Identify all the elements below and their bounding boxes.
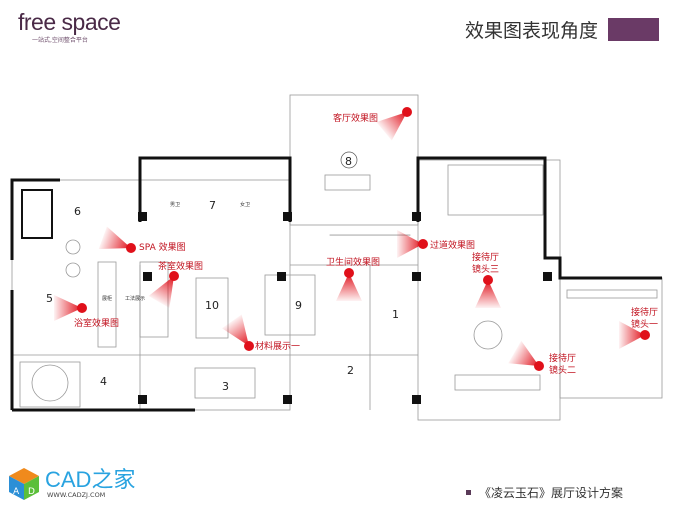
svg-text:接待厅: 接待厅	[631, 306, 658, 318]
svg-text:SPA 效果图: SPA 效果图	[139, 241, 186, 253]
svg-text:材料展示一: 材料展示一	[255, 340, 300, 352]
camera-markers: 客厅效果图 SPA 效果图 茶室效果图 浴室效果图 材料展示一 卫生间效果图 过…	[54, 107, 658, 376]
svg-text:接待厅: 接待厅	[549, 352, 576, 364]
title-accent-block	[608, 18, 659, 41]
svg-text:A: A	[13, 487, 20, 497]
room-number: 2	[347, 364, 354, 377]
camera-corridor: 过道效果图	[397, 230, 475, 258]
cad-url: WWW.CADZJ.COM	[47, 491, 106, 499]
cad-cube-icon: A D	[9, 468, 39, 500]
camera-material-display: 材料展示一	[221, 314, 300, 352]
room-number: 6	[74, 205, 81, 218]
svg-text:客厅效果图: 客厅效果图	[333, 112, 378, 124]
cad-watermark: A D CAD之家 WWW.CADZJ.COM	[6, 466, 135, 502]
female-wc-label: 女卫	[240, 201, 250, 208]
room-number: 1	[392, 308, 399, 321]
cad-name: CAD之家	[45, 467, 136, 492]
camera-bathroom: 浴室效果图	[54, 295, 119, 329]
svg-text:过道效果图: 过道效果图	[430, 239, 475, 251]
plan-walls	[10, 156, 662, 412]
logo-text: free space	[18, 9, 121, 35]
room-number: 10	[205, 299, 219, 312]
camera-tea-room: 茶室效果图	[148, 260, 203, 308]
camera-spa: SPA 效果图	[98, 226, 186, 253]
bullet-icon	[466, 490, 471, 495]
plan-thin-lines	[11, 94, 663, 421]
footer-project: 《凌云玉石》展厅设计方案	[466, 484, 623, 501]
cabinet-label: 展柜	[102, 295, 112, 302]
svg-text:D: D	[28, 487, 35, 497]
room-number: 5	[46, 292, 53, 305]
svg-text:卫生间效果图: 卫生间效果图	[326, 256, 380, 268]
room-number: 7	[209, 199, 216, 212]
svg-text:茶室效果图: 茶室效果图	[158, 260, 203, 272]
svg-text:浴室效果图: 浴室效果图	[74, 317, 119, 329]
project-title: 《凌云玉石》展厅设计方案	[479, 486, 624, 500]
svg-text:接待厅: 接待厅	[472, 251, 499, 263]
small-labels: 男卫 女卫 展柜 工法展示	[102, 201, 250, 302]
plan-columns	[138, 212, 552, 404]
male-wc-label: 男卫	[170, 202, 180, 208]
floor-plan: 1 2 3 4 5 6 7 8 9 10 男卫 女卫 展柜 工法展示 客厅效果图…	[10, 94, 663, 421]
svg-text:镜头三: 镜头三	[472, 263, 499, 275]
svg-text:镜头一: 镜头一	[631, 318, 658, 330]
room-number: 9	[295, 299, 302, 312]
room-numbers: 1 2 3 4 5 6 7 8 9 10	[46, 151, 399, 393]
room-number: 8	[345, 155, 352, 168]
craft-display-label: 工法展示	[125, 295, 145, 302]
camera-restroom: 卫生间效果图	[326, 256, 380, 301]
page-title: 效果图表现角度	[464, 20, 598, 42]
brand-logo: free space 一站式,空间整合平台	[18, 9, 121, 44]
room-number: 3	[222, 380, 229, 393]
svg-text:镜头二: 镜头二	[549, 364, 576, 376]
camera-living-room: 客厅效果图	[333, 107, 412, 141]
logo-tagline: 一站式,空间整合平台	[32, 37, 88, 44]
room-number: 4	[100, 375, 107, 388]
